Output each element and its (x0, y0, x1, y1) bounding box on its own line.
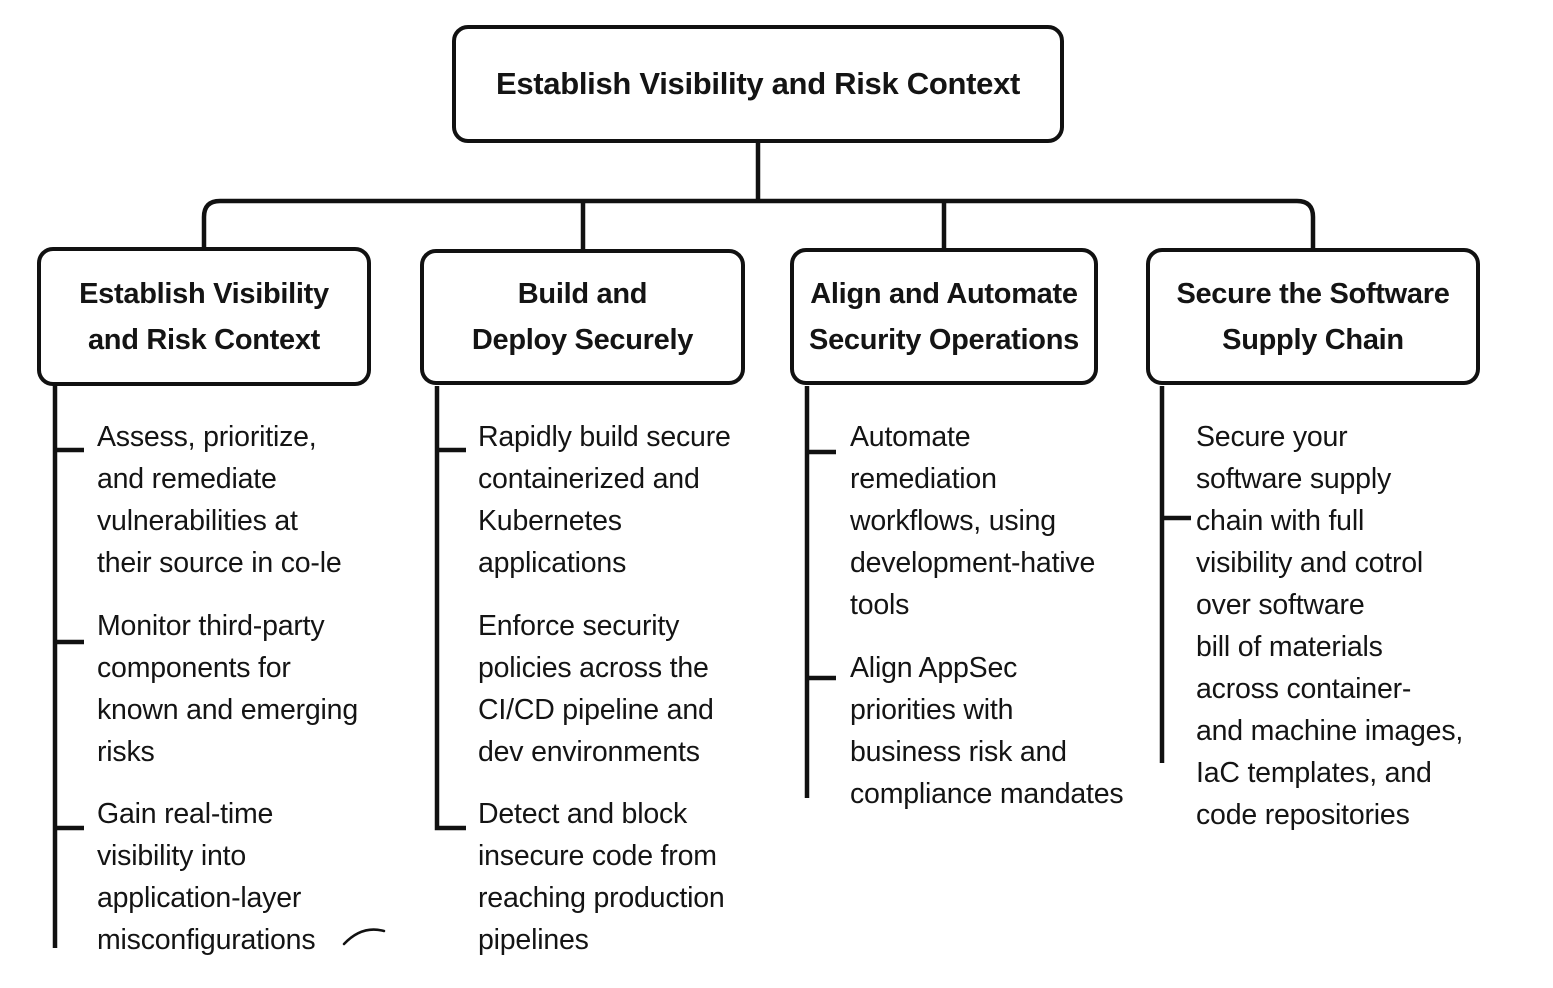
branch-2-spine-line (434, 386, 466, 831)
root-node: Establish Visibility and Risk Context (452, 25, 1064, 143)
branch-node-align-automate: Align and Automate Security Operations (790, 248, 1098, 385)
branch-node-title: Establish Visibility and Risk Context (79, 277, 329, 356)
branch-3-item-2: Align AppSec priorities with business ri… (850, 652, 1124, 810)
branch-node-establish-visibility: Establish Visibility and Risk Context (37, 247, 371, 386)
branch-node-build-deploy: Build and Deploy Securely (420, 249, 745, 385)
branch-1-item-3: Gain real-time visibility into applicati… (97, 798, 316, 956)
branch-bracket-line (201, 198, 1316, 251)
root-node-title: Establish Visibility and Risk Context (495, 66, 1021, 101)
branch-4-item-1: Secure your software supply chain with f… (1196, 421, 1464, 831)
branch-1-item-2: Monitor third-party components for known… (97, 610, 358, 768)
branch-1-item-1: Assess, prioritize, and remediate vulner… (97, 421, 342, 579)
branch-2-item-2: Enforce security policies across the CI/… (478, 610, 714, 768)
branch-node-title: Align and Automate Security Operations (809, 277, 1079, 356)
branch-2-item-1: Rapidly build secure containerized and K… (478, 421, 731, 579)
branch-node-supply-chain: Secure the Software Supply Chain (1146, 248, 1480, 385)
branch-node-title: Build and Deploy Securely (471, 278, 694, 356)
branch-2-item-3: Detect and block insecure code from reac… (478, 798, 725, 956)
branch-3-item-1: Automate remediation workflows, using de… (850, 421, 1096, 621)
branch-node-title: Secure the Software Supply Chain (1176, 277, 1450, 356)
